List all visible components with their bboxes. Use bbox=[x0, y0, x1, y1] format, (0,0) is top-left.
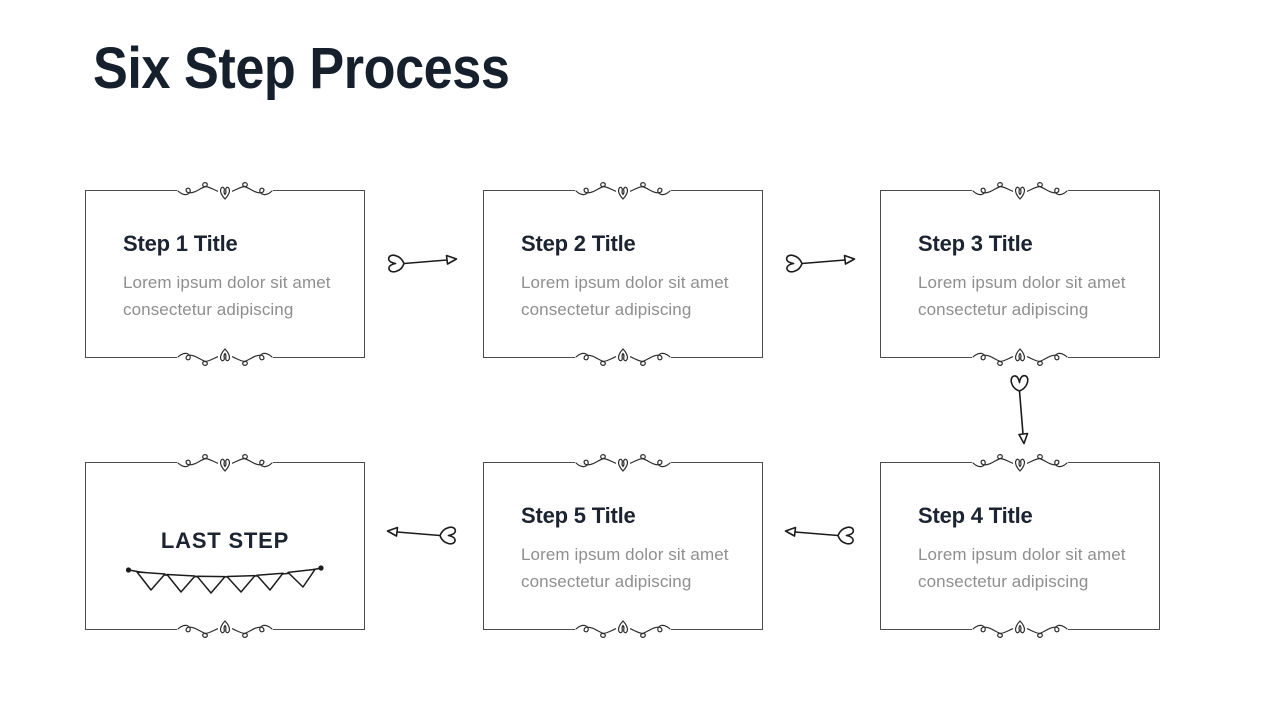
flourish-divider-icon bbox=[575, 179, 671, 203]
step-card-5[interactable]: Step 5 Title Lorem ipsum dolor sit amet … bbox=[483, 451, 763, 641]
step-body-text[interactable]: Lorem ipsum dolor sit amet consectetur a… bbox=[918, 545, 1126, 592]
step-card-last[interactable]: LAST STEP bbox=[85, 451, 365, 641]
step-title[interactable]: Step 5 Title bbox=[521, 503, 636, 528]
step-card-1[interactable]: Step 1 Title Lorem ipsum dolor sit amet … bbox=[85, 179, 365, 369]
arrow-right-icon[interactable] bbox=[782, 250, 858, 276]
flourish-divider-icon bbox=[575, 617, 671, 641]
step-card-2[interactable]: Step 2 Title Lorem ipsum dolor sit amet … bbox=[483, 179, 763, 369]
step-title[interactable]: Step 2 Title bbox=[521, 231, 636, 256]
step-card-4[interactable]: Step 4 Title Lorem ipsum dolor sit amet … bbox=[880, 451, 1160, 641]
flourish-divider-icon bbox=[972, 179, 1068, 203]
step-title[interactable]: Step 4 Title bbox=[918, 503, 1033, 528]
bunting-banner-icon bbox=[125, 564, 324, 594]
step-title[interactable]: Step 1 Title bbox=[123, 231, 238, 256]
flourish-divider-icon bbox=[575, 345, 671, 369]
flourish-divider-icon bbox=[972, 617, 1068, 641]
step-body-text[interactable]: Lorem ipsum dolor sit amet consectetur a… bbox=[521, 545, 729, 592]
arrow-left-icon[interactable] bbox=[782, 522, 858, 548]
flourish-divider-icon bbox=[972, 345, 1068, 369]
flourish-divider-icon bbox=[177, 451, 273, 475]
arrow-down-icon[interactable] bbox=[1007, 371, 1033, 447]
flourish-divider-icon bbox=[177, 345, 273, 369]
flourish-divider-icon bbox=[575, 451, 671, 475]
step-body-text[interactable]: Lorem ipsum dolor sit amet consectetur a… bbox=[123, 273, 331, 320]
flourish-divider-icon bbox=[972, 451, 1068, 475]
step-body-text[interactable]: Lorem ipsum dolor sit amet consectetur a… bbox=[521, 273, 729, 320]
step-title[interactable]: Step 3 Title bbox=[918, 231, 1033, 256]
flourish-divider-icon bbox=[177, 179, 273, 203]
slide-title[interactable]: Six Step Process bbox=[93, 36, 510, 101]
step-card-3[interactable]: Step 3 Title Lorem ipsum dolor sit amet … bbox=[880, 179, 1160, 369]
step-body-text[interactable]: Lorem ipsum dolor sit amet consectetur a… bbox=[918, 273, 1126, 320]
arrow-right-icon[interactable] bbox=[384, 250, 460, 276]
arrow-left-icon[interactable] bbox=[384, 522, 460, 548]
last-step-title[interactable]: LAST STEP bbox=[160, 527, 290, 553]
flourish-divider-icon bbox=[177, 617, 273, 641]
